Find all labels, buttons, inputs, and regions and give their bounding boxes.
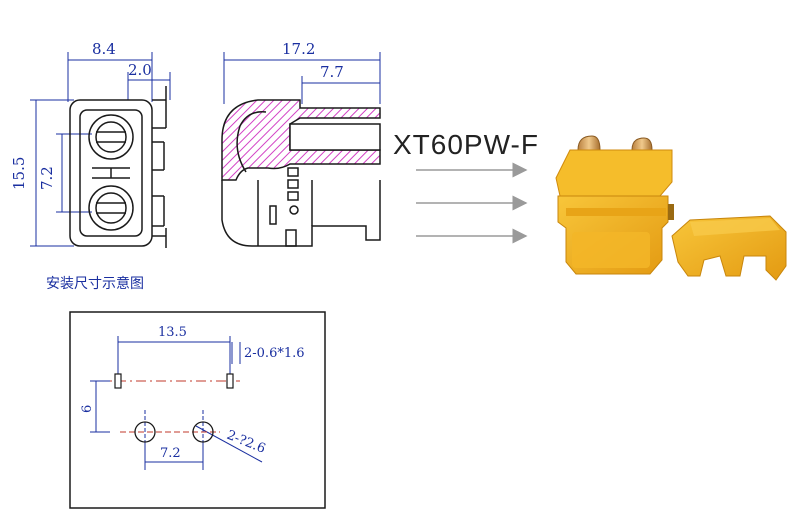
side-lower-body: [221, 167, 381, 247]
footprint-row-offset-dim: 6: [80, 405, 95, 413]
yellow-connector-cap: [671, 215, 787, 281]
front-height-dim: 15.5: [10, 157, 28, 190]
side-offset-dim: 7.7: [320, 63, 344, 81]
front-offset-dim: 2.0: [128, 61, 152, 79]
front-view: 8.4 2.0 15.5 7.2: [10, 40, 171, 248]
front-upper-pin-icon: [88, 114, 134, 160]
side-length-dim: 17.2: [282, 40, 315, 58]
front-divider: [92, 167, 130, 179]
model-label: XT60PW-F: [393, 129, 539, 160]
side-pin-insert: [289, 123, 381, 151]
front-view-body: [69, 86, 167, 248]
front-pin-spacing-dim: 7.2: [38, 166, 56, 190]
footprint-hole-size-dim: 2-?2.6: [225, 428, 268, 457]
front-width-dim: 8.4: [92, 40, 116, 58]
footprint-slot-spacing-dim: 13.5: [158, 325, 187, 340]
footprint-right-hole: [192, 421, 214, 443]
yellow-connector-photo: [555, 135, 674, 275]
footprint-hole-spacing-dim: 7.2: [160, 446, 181, 461]
footprint-left-hole: [134, 421, 156, 443]
front-lower-pin-icon: [88, 185, 134, 231]
side-hatched-section: [221, 99, 381, 181]
install-dimension-label: 安装尺寸示意图: [46, 275, 144, 292]
side-pin-cavity: [236, 111, 267, 173]
front-view-dimensions: [30, 52, 171, 247]
footprint-frame: [69, 311, 326, 509]
footprint-left-slot: [114, 373, 122, 389]
footprint-slot-size-dim: 2-0.6*1.6: [244, 346, 305, 361]
footprint-right-slot: [226, 373, 234, 389]
gray-arrow-icons: [416, 162, 528, 244]
side-view: 17.2 7.7: [221, 40, 381, 247]
footprint-drawing: 13.5 2-0.6*1.6 6 7.2 2-?2.6: [69, 311, 326, 509]
side-view-dimensions: [223, 52, 381, 104]
